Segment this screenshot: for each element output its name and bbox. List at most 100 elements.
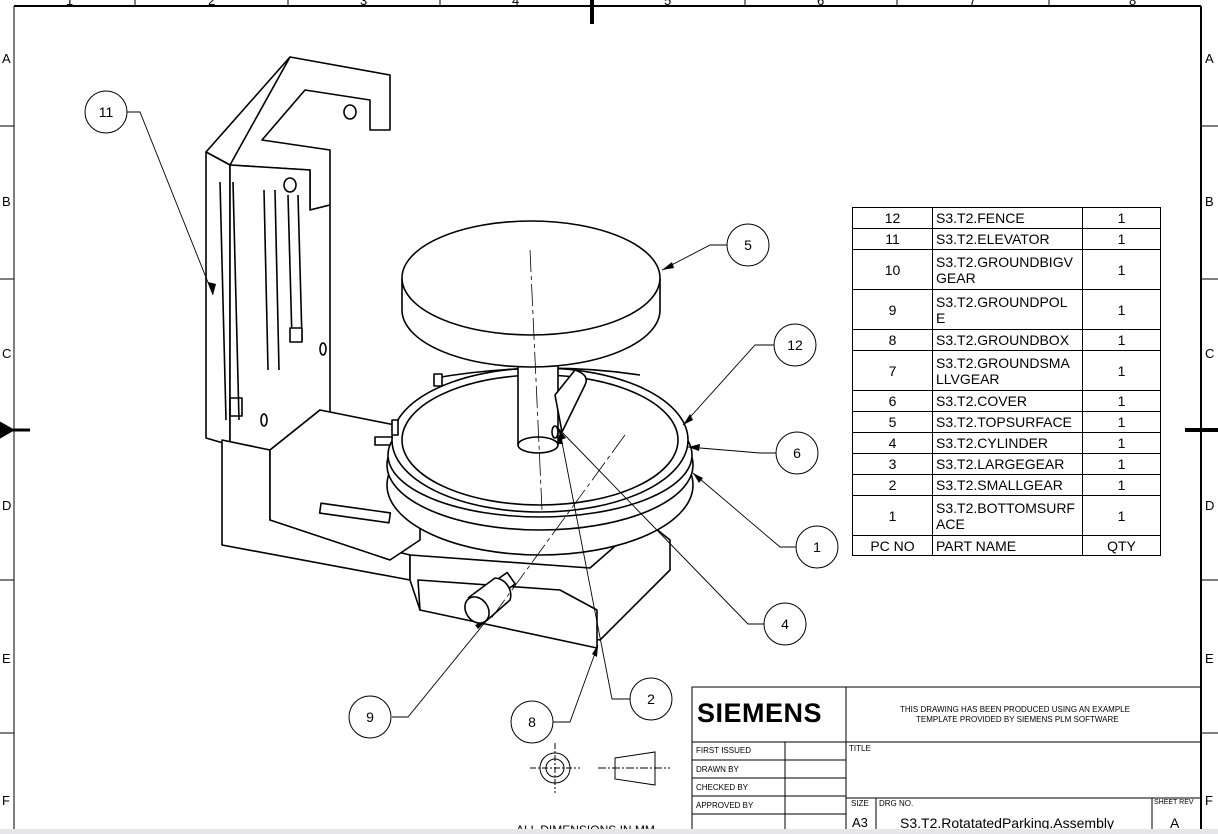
bom-pc-no: 9 [852,289,933,330]
drawn-by-label: DRAWN BY [696,765,739,774]
balloon-label: 8 [528,714,536,730]
bom-pc-no: 2 [852,474,933,496]
row-label: C [1205,346,1214,361]
col-label: 2 [208,0,215,8]
balloon-label: 4 [781,616,789,632]
bom-part-name: S3.T2.CYLINDER [932,432,1083,454]
bom-qty: 1 [1082,329,1161,351]
col-label: 7 [969,0,976,8]
bom-pc-no: 11 [852,228,933,250]
bom-part-name: S3.T2.COVER [932,390,1083,412]
bom-pc-no: 5 [852,411,933,433]
bom-part-name: S3.T2.SMALLGEAR [932,474,1083,496]
bom-part-name: S3.T2.FENCE [932,207,1083,229]
row-label: E [2,651,11,666]
bom-qty: 1 [1082,411,1161,433]
col-label: 3 [360,0,367,8]
row-label: D [2,498,11,513]
checked-by-label: CHECKED BY [696,783,749,792]
bom-part-name: S3.T2.LARGEGEAR [932,453,1083,475]
top-surface-disc [401,220,661,368]
bom-part-name: S3.T2.BOTTOMSURF ACE [932,495,1083,536]
col-label: 1 [66,0,73,8]
size-value: A3 [852,815,868,830]
bom-qty: 1 [1082,453,1161,475]
row-label: A [1205,51,1214,66]
bom-pc-no: 6 [852,390,933,412]
bom-qty: 1 [1082,228,1161,250]
revision-value: A [1170,815,1180,831]
row-label: A [2,51,11,66]
leader-lines [127,111,796,723]
row-label: F [2,793,10,808]
bom-qty: 1 [1082,474,1161,496]
balloon-label: 9 [366,709,374,725]
drawing-number-label: DRG NO. [879,799,914,808]
row-label: B [2,194,11,209]
bom-header-qty: QTY [1082,535,1161,556]
bom-part-name: S3.T2.GROUNDBIGV GEAR [932,249,1083,290]
row-label: B [1205,194,1214,209]
bom-qty: 1 [1082,207,1161,229]
dimensions-note: ALL DIMENSIONS IN MM [516,824,655,829]
size-label: SIZE [851,799,869,808]
bom-pc-no: 8 [852,329,933,351]
bom-header-part-name: PART NAME [932,535,1083,556]
bom-qty: 1 [1082,350,1161,391]
col-label: 5 [664,0,671,8]
approved-by-label: APPROVED BY [696,801,754,810]
title-label: TITLE [849,744,871,753]
part-balloons: 11 5 12 6 1 4 2 8 9 [84,90,839,744]
sheet-rev-label: SHEET REV [1154,799,1194,806]
first-issued-label: FIRST ISSUED [696,746,751,755]
bom-pc-no: 10 [852,249,933,290]
bom-part-name: S3.T2.GROUNDPOL E [932,289,1083,330]
bom-pc-no: 4 [852,432,933,454]
drawing-number-value: S3.T2.RotatatedParking.Assembly [900,815,1114,831]
bom-part-name: S3.T2.GROUNDBOX [932,329,1083,351]
balloon-label: 11 [99,104,114,120]
bom-qty: 1 [1082,495,1161,536]
bom-qty: 1 [1082,249,1161,290]
col-label: 8 [1129,0,1136,8]
bom-pc-no: 12 [852,207,933,229]
bom-qty: 1 [1082,289,1161,330]
balloon-label: 5 [744,237,752,253]
bom-qty: 1 [1082,390,1161,412]
col-label: 6 [817,0,824,8]
bom-part-name: S3.T2.GROUNDSMA LLVGEAR [932,350,1083,391]
balloon-label: 2 [647,691,655,707]
bom-pc-no: 3 [852,453,933,475]
bom-pc-no: 7 [852,350,933,391]
siemens-logo: SIEMENS [697,698,823,728]
bom-part-name: S3.T2.TOPSURFACE [932,411,1083,433]
template-note-line2: TEMPLATE PROVIDED BY SIEMENS PLM SOFTWAR… [916,715,1119,724]
balloon-label: 1 [813,539,821,555]
balloon-label: 6 [793,445,801,461]
col-label: 4 [512,0,519,8]
template-note-line1: THIS DRAWING HAS BEEN PRODUCED USING AN … [900,705,1130,714]
elevator-frame [205,56,391,451]
bom-part-name: S3.T2.ELEVATOR [932,228,1083,250]
balloon-label: 12 [787,337,803,353]
bom-header-pc-no: PC NO [852,535,933,556]
title-block [691,686,1202,834]
window-bottom-strip [0,829,1218,834]
row-label: F [1205,793,1213,808]
projection-symbol [530,743,670,793]
